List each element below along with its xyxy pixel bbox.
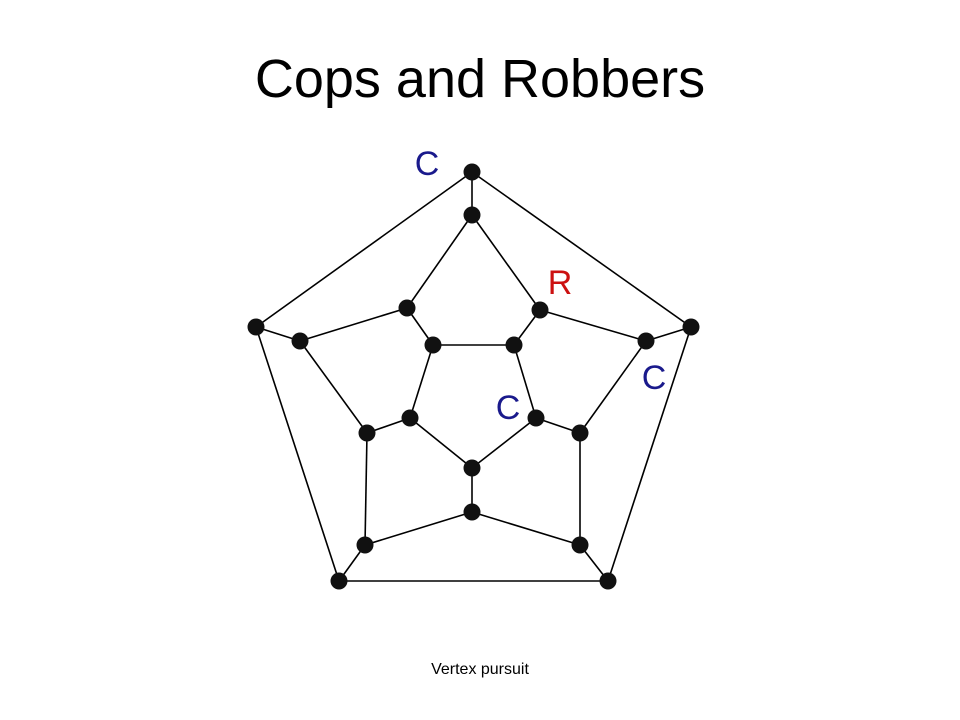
robber-marker: R — [548, 264, 573, 302]
graph-edge — [607, 326, 692, 582]
graph-edge — [299, 340, 368, 434]
graph-vertex — [505, 336, 523, 354]
graph-vertex — [330, 572, 348, 590]
cop-marker: C — [496, 389, 521, 427]
graph-vertex — [527, 409, 545, 427]
cop-marker: C — [642, 359, 667, 397]
graph-vertex — [358, 424, 376, 442]
graph-vertex — [571, 424, 589, 442]
graph-edge — [471, 417, 537, 469]
graph-vertex — [682, 318, 700, 336]
graph-edge — [471, 171, 692, 328]
graph-edge — [539, 309, 647, 342]
graph-vertex — [356, 536, 374, 554]
slide-footer: Vertex pursuit — [431, 661, 529, 678]
graph-edge — [255, 326, 340, 582]
graph-vertex — [424, 336, 442, 354]
graph-vertex — [463, 206, 481, 224]
graph-vertex — [247, 318, 265, 336]
graph-edge — [579, 340, 647, 434]
graph-edge — [409, 344, 434, 419]
graph-vertex — [463, 163, 481, 181]
slide-title: Cops and Robbers — [254, 49, 706, 109]
game-tokens: C R C C — [415, 145, 667, 427]
graph-vertex — [599, 572, 617, 590]
graph-vertices — [247, 163, 700, 590]
graph-edge — [364, 432, 368, 546]
cop-marker: C — [415, 145, 440, 183]
graph-vertex — [291, 332, 309, 350]
graph-edge — [471, 214, 541, 311]
graph-vertex — [531, 301, 549, 319]
graph-edge — [471, 511, 581, 546]
graph-vertex — [401, 409, 419, 427]
graph-edge — [513, 344, 537, 419]
graph-edge — [255, 171, 473, 328]
graph-edge — [409, 417, 473, 469]
graph-vertex — [463, 503, 481, 521]
graph-edge — [406, 214, 473, 309]
graph-vertex — [463, 459, 481, 477]
graph-edge — [299, 307, 408, 342]
graph-vertex — [398, 299, 416, 317]
graph-edge — [364, 511, 473, 546]
graph-vertex — [571, 536, 589, 554]
graph-vertex — [637, 332, 655, 350]
